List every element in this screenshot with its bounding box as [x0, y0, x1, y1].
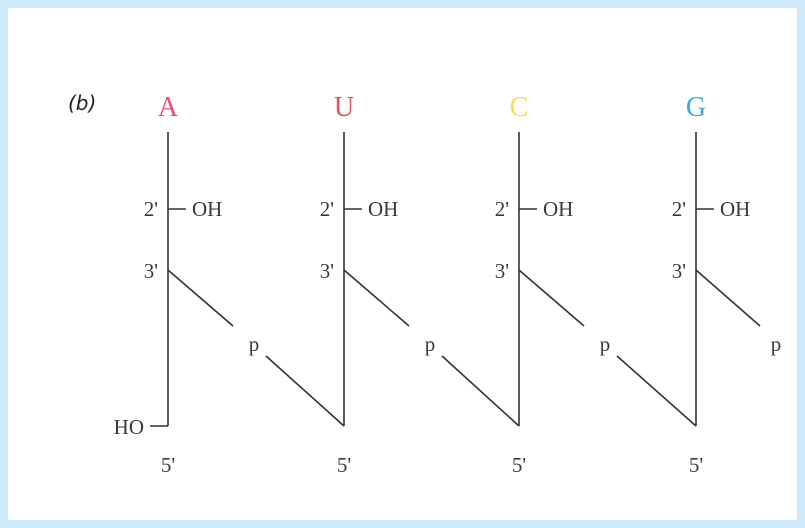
c5-label-u: 5' — [337, 453, 351, 477]
phosphate-bond-u2 — [441, 355, 520, 427]
c3-label-a: 3' — [144, 259, 158, 283]
nucleotide-g: G 2' OH 3' p 5' — [672, 92, 782, 477]
nucleotide-c: C 2' OH 3' p 5' — [495, 92, 697, 477]
c2-label-g: 2' — [672, 197, 686, 221]
ho-label: HO — [114, 415, 144, 439]
oh-label-a: OH — [192, 197, 222, 221]
c3-label-g: 3' — [672, 259, 686, 283]
c2-label-c: 2' — [495, 197, 509, 221]
phosphate-label-c: p — [600, 332, 611, 356]
c5-label-g: 5' — [689, 453, 703, 477]
figure-panel: (b) A 2' OH 3' p HO 5' U 2' OH 3' p — [8, 8, 797, 520]
phosphate-bond-c2 — [616, 355, 697, 427]
phosphate-bond-u1 — [343, 269, 410, 327]
phosphate-label-a: p — [249, 332, 260, 356]
oh-label-g: OH — [720, 197, 750, 221]
phosphate-bond-g1 — [695, 269, 761, 327]
c2-label-a: 2' — [144, 197, 158, 221]
c3-label-u: 3' — [320, 259, 334, 283]
phosphate-label-g: p — [771, 332, 782, 356]
base-c: C — [510, 92, 529, 123]
c5-label-c: 5' — [512, 453, 526, 477]
phosphate-bond-c1 — [518, 269, 585, 327]
phosphate-bond-a2 — [265, 355, 345, 427]
c2-label-u: 2' — [320, 197, 334, 221]
phosphate-bond-a1 — [167, 269, 234, 327]
phosphate-label-u: p — [425, 332, 436, 356]
base-g: G — [686, 92, 706, 123]
oh-label-c: OH — [543, 197, 573, 221]
base-a: A — [158, 92, 179, 123]
base-u: U — [334, 92, 354, 123]
c5-label-a: 5' — [161, 453, 175, 477]
c3-label-c: 3' — [495, 259, 509, 283]
rna-backbone-diagram: (b) A 2' OH 3' p HO 5' U 2' OH 3' p — [68, 91, 782, 477]
panel-label: (b) — [68, 91, 96, 115]
nucleotide-u: U 2' OH 3' p 5' — [320, 92, 520, 477]
oh-label-u: OH — [368, 197, 398, 221]
nucleotide-a: A 2' OH 3' p HO 5' — [114, 92, 345, 477]
